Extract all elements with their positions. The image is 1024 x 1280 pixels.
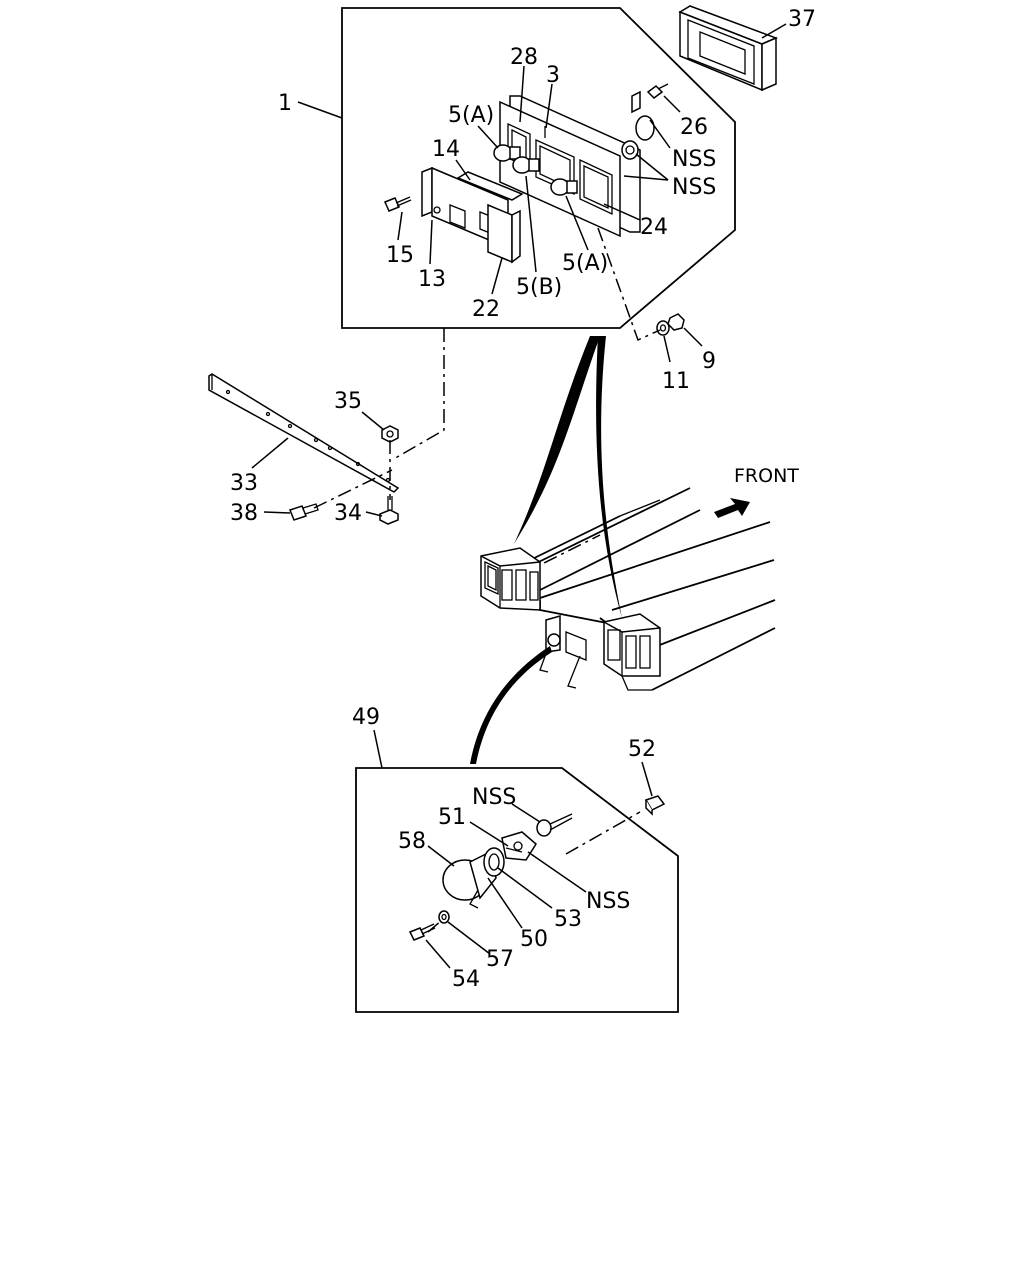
- screw-54: [408, 923, 436, 941]
- label-nss-2: NSS: [672, 175, 716, 200]
- label-22: 22: [472, 297, 500, 322]
- clip-nss: [631, 90, 655, 141]
- label-nss-3: NSS: [472, 785, 516, 810]
- label-nss-4: NSS: [586, 889, 630, 914]
- label-3: 3: [546, 63, 560, 88]
- label-5a-top: 5(A): [448, 103, 494, 128]
- lamp-case-37: [678, 5, 779, 92]
- license-lamp-bracket: [539, 615, 587, 689]
- label-11: 11: [662, 369, 690, 394]
- screw-26: [646, 83, 669, 99]
- label-5b: 5(B): [516, 275, 562, 300]
- gasket-14: [456, 171, 524, 201]
- label-35: 35: [334, 389, 362, 414]
- bracket-53: [501, 831, 537, 861]
- leader-lines: [251, 23, 787, 969]
- label-57: 57: [486, 947, 514, 972]
- label-33: 33: [230, 471, 258, 496]
- label-28: 28: [510, 45, 538, 70]
- label-58: 58: [398, 829, 426, 854]
- front-label: FRONT: [734, 465, 799, 487]
- part-labels: 1 28 3 5(A) 14 15 13 22 5(B) 5(A) 24 26 …: [230, 7, 816, 992]
- lens-22: [487, 203, 521, 264]
- license-lamp-detail-frame: [355, 767, 679, 1013]
- label-53: 53: [554, 907, 582, 932]
- label-nss-1: NSS: [672, 147, 716, 172]
- grommet-nss: [621, 140, 639, 160]
- label-5a-bottom: 5(A): [562, 251, 608, 276]
- washer-11: [656, 320, 670, 336]
- bolt-38: [289, 503, 319, 521]
- label-51: 51: [438, 805, 466, 830]
- label-38: 38: [230, 501, 258, 526]
- clip-52: [644, 795, 666, 816]
- label-37: 37: [788, 7, 816, 32]
- callout-sweep-left: [514, 336, 600, 544]
- callout-sweep-right: [596, 336, 622, 618]
- lamp-housing: [499, 95, 641, 238]
- callout-sweep-bottom: [470, 646, 552, 764]
- nut-35: [381, 425, 399, 443]
- label-34: 34: [334, 501, 362, 526]
- label-15: 15: [386, 243, 414, 268]
- screw-15: [383, 196, 412, 212]
- label-26: 26: [680, 115, 708, 140]
- connector-nss: [536, 813, 573, 837]
- label-54: 54: [452, 967, 480, 992]
- label-14: 14: [432, 137, 460, 162]
- label-24: 24: [640, 215, 668, 240]
- stud-51: [505, 847, 523, 853]
- combination-lamp-detail-frame: [341, 7, 736, 329]
- rear-lamp-right: [603, 613, 661, 691]
- label-52: 52: [628, 737, 656, 762]
- rear-lamp-left: [480, 547, 541, 611]
- label-49: 49: [352, 705, 380, 730]
- bolt-34: [379, 496, 399, 525]
- front-arrow-icon: [714, 498, 750, 518]
- label-1: 1: [278, 91, 292, 116]
- washer-57: [438, 910, 450, 924]
- label-13: 13: [418, 267, 446, 292]
- bulb-5b: [512, 156, 540, 174]
- nut-9: [667, 313, 685, 331]
- truck-rear-frame: [511, 487, 776, 691]
- label-50: 50: [520, 927, 548, 952]
- bulb-5a-lower: [550, 178, 578, 196]
- label-9: 9: [702, 349, 716, 374]
- dashed-connectors: [313, 227, 661, 933]
